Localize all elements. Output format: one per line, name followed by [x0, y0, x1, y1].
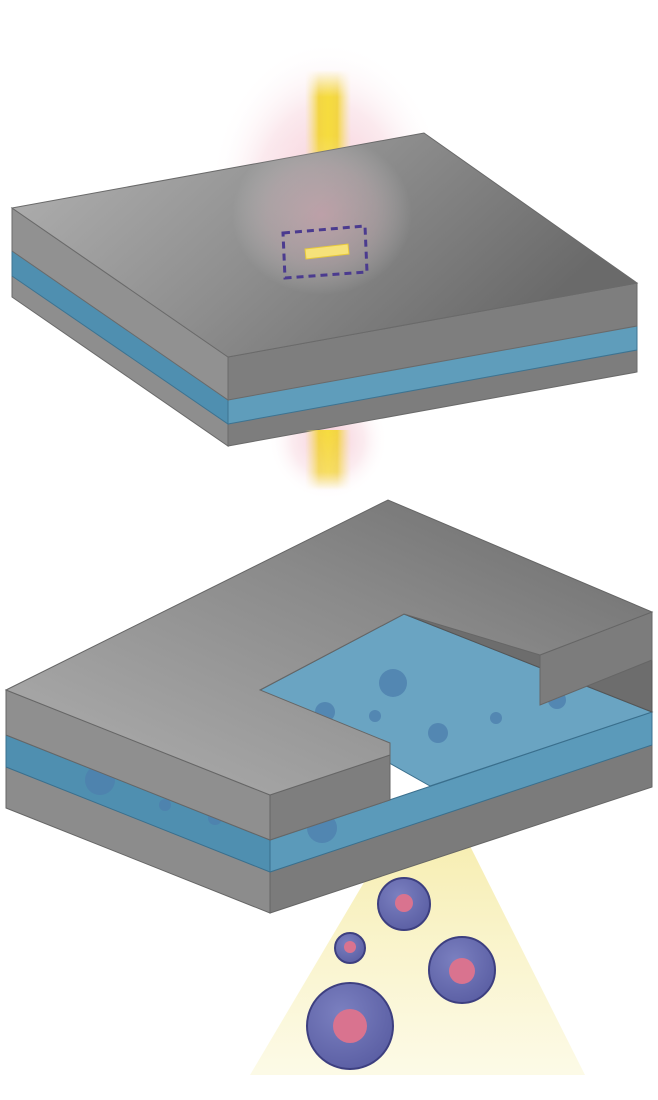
particle-icon — [428, 936, 496, 1004]
laser-beam-lower — [305, 430, 351, 490]
particle-icon — [334, 932, 366, 964]
particle-icon — [306, 982, 394, 1070]
released-particles — [306, 877, 496, 1070]
cutaway-sandwich — [4, 499, 654, 914]
dashed-rectangle-icon — [281, 224, 369, 280]
bubble — [490, 712, 502, 724]
bubble — [379, 669, 407, 697]
particle-icon — [377, 877, 431, 931]
surface-glow — [232, 135, 412, 295]
target-region — [281, 224, 369, 280]
bubble — [159, 799, 171, 811]
cut-top-plate-surface — [4, 499, 654, 796]
top-sandwich — [10, 132, 639, 447]
irradiated-spot — [304, 243, 350, 260]
bubble — [369, 710, 381, 722]
bubble — [428, 723, 448, 743]
